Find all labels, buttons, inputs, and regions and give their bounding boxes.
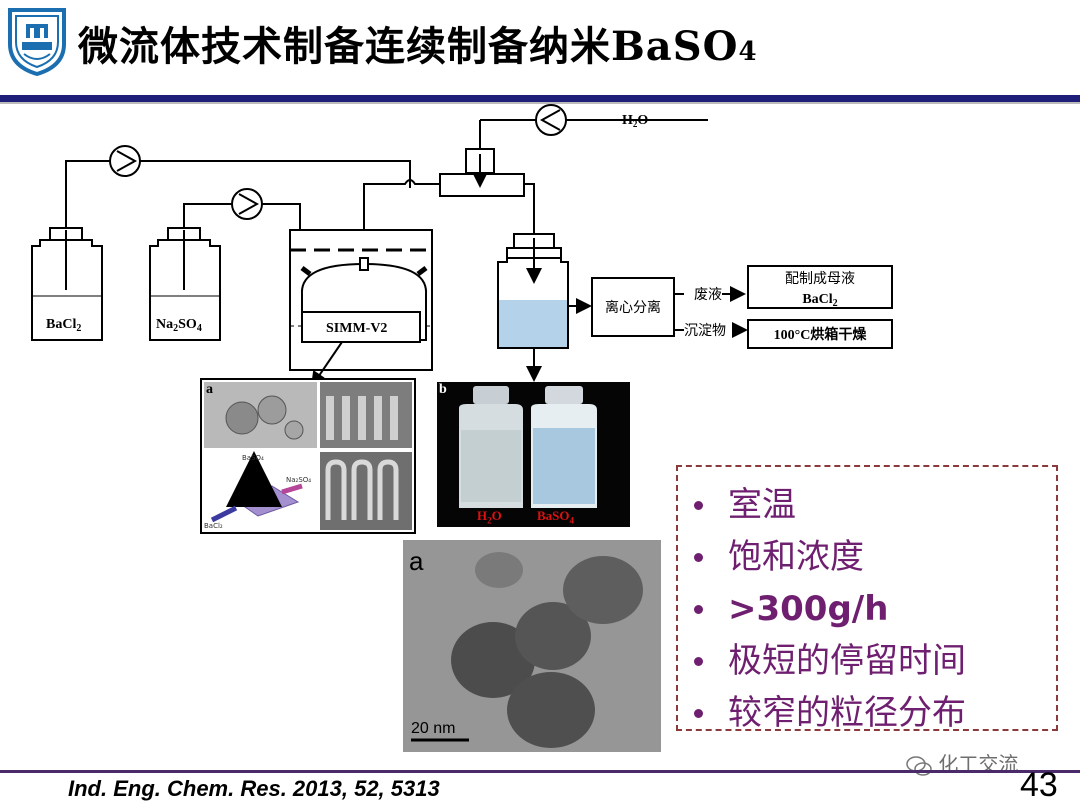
feature-item: 室温: [678, 479, 1056, 531]
t-mixer: [363, 148, 542, 272]
tem-panel-label: a: [409, 546, 424, 576]
bacl2-bottle-label: BaCl2: [46, 317, 81, 334]
page-title: 微流体技术制备连续制备纳米BaSO4: [78, 23, 758, 70]
bullet-dot-icon: [694, 657, 703, 666]
feature-item: 较窄的粒径分布: [678, 687, 1056, 739]
vials-photo: b H2O BaSO4: [437, 382, 630, 527]
centrifuge-label: 离心分离: [605, 299, 661, 316]
water-feed-line: [479, 119, 708, 152]
wechat-icon: [906, 755, 932, 776]
reactor-label: SIMM-V2: [326, 321, 387, 336]
photo-a-panel-label: a: [206, 382, 213, 397]
bacl2-feed-line: [65, 160, 411, 240]
vial-h2o-label: H2O: [477, 508, 502, 526]
feature-item: 极短的停留时间: [678, 635, 1056, 687]
flow-diagram: H2O BaCl2 Na2SO4: [31, 104, 893, 388]
micromixer-bath: SIMM-V2: [289, 229, 433, 388]
bullet-dot-icon: [694, 501, 703, 510]
oven-dry-label: 100°C烘箱干燥: [774, 326, 868, 343]
tem-scale-label: 20 nm: [411, 720, 456, 737]
feature-item: >300g/h: [678, 583, 1056, 635]
bacl2-bottle: BaCl2: [31, 227, 103, 341]
footer-rule: [0, 770, 1080, 773]
title-subscript: 4: [738, 37, 758, 67]
features-box: 室温 饱和浓度 >300g/h 极短的停留时间 较窄的粒径分布: [676, 465, 1058, 733]
h2o-label: H2O: [622, 113, 648, 129]
bacl2-pump-icon: [109, 145, 141, 177]
mother-liquor-line2: BaCl2: [802, 292, 837, 309]
centrifuge-box: 离心分离 废液 沉淀物: [591, 277, 748, 339]
water-pump-icon: [535, 104, 567, 136]
waste-label: 废液: [694, 287, 722, 303]
vial-baso4-label: BaSO4: [537, 508, 575, 526]
page-number: 43: [1020, 766, 1058, 804]
photo-b-panel-label: b: [439, 382, 447, 397]
bullet-dot-icon: [694, 605, 703, 614]
title-rule: [0, 95, 1080, 104]
precipitate-label: 沉淀物: [684, 323, 726, 339]
photo-a-bacl2-label: BaCl₂: [204, 522, 223, 530]
bullet-dot-icon: [694, 553, 703, 562]
photo-a-baso4-label: BaSO₄: [242, 454, 264, 462]
micromixer-photo-panel: a BaSO₄ Na₂SO₄ BaCl₂: [200, 378, 416, 534]
oven-dry-box: 100°C烘箱干燥: [747, 319, 893, 349]
feature-item: 饱和浓度: [678, 531, 1056, 583]
bullet-dot-icon: [694, 709, 703, 718]
photo-a-na2so4-label: Na₂SO₄: [286, 476, 312, 484]
na2so4-bottle: Na2SO4: [149, 227, 221, 341]
university-logo: [8, 8, 66, 76]
mother-liquor-line1: 配制成母液: [785, 271, 855, 287]
collection-bottle: [497, 233, 592, 382]
na2so4-pump-icon: [231, 188, 263, 220]
mother-liquor-box: 配制成母液 BaCl2: [747, 265, 893, 309]
citation: Ind. Eng. Chem. Res. 2013, 52, 5313: [68, 776, 440, 801]
na2so4-bottle-label: Na2SO4: [156, 317, 202, 334]
tem-micrograph: a 20 nm: [403, 540, 661, 752]
